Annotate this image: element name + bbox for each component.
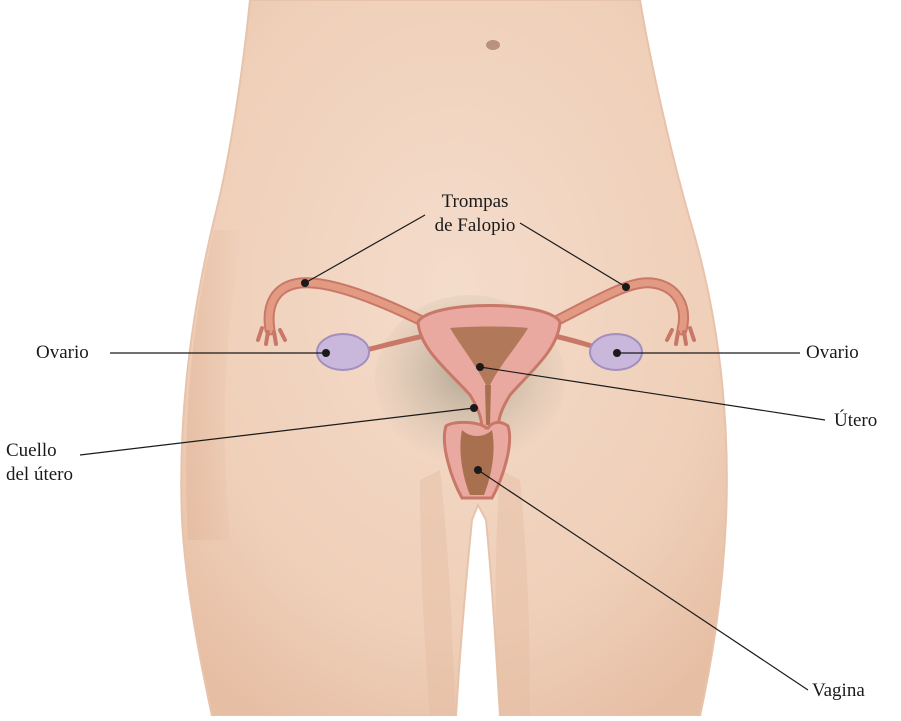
label-tubes-line1: Trompas: [415, 190, 535, 214]
label-fallopian-tubes: Trompas de Falopio: [415, 190, 535, 238]
label-ovary-left: Ovario: [36, 341, 89, 365]
label-vagina: Vagina: [812, 679, 865, 703]
dot-tube-left: [301, 279, 309, 287]
label-ovary-right: Ovario: [806, 341, 859, 365]
label-cervix-line2: del útero: [6, 463, 73, 487]
label-uterus: Útero: [834, 409, 877, 433]
dot-tube-right: [622, 283, 630, 291]
navel: [486, 40, 500, 50]
dot-cervix: [470, 404, 478, 412]
dot-ovary-left: [322, 349, 330, 357]
dot-uterus: [476, 363, 484, 371]
dot-ovary-right: [613, 349, 621, 357]
label-cervix: Cuello del útero: [6, 439, 73, 487]
dot-vagina: [474, 466, 482, 474]
label-tubes-line2: de Falopio: [415, 214, 535, 238]
label-cervix-line1: Cuello: [6, 439, 73, 463]
